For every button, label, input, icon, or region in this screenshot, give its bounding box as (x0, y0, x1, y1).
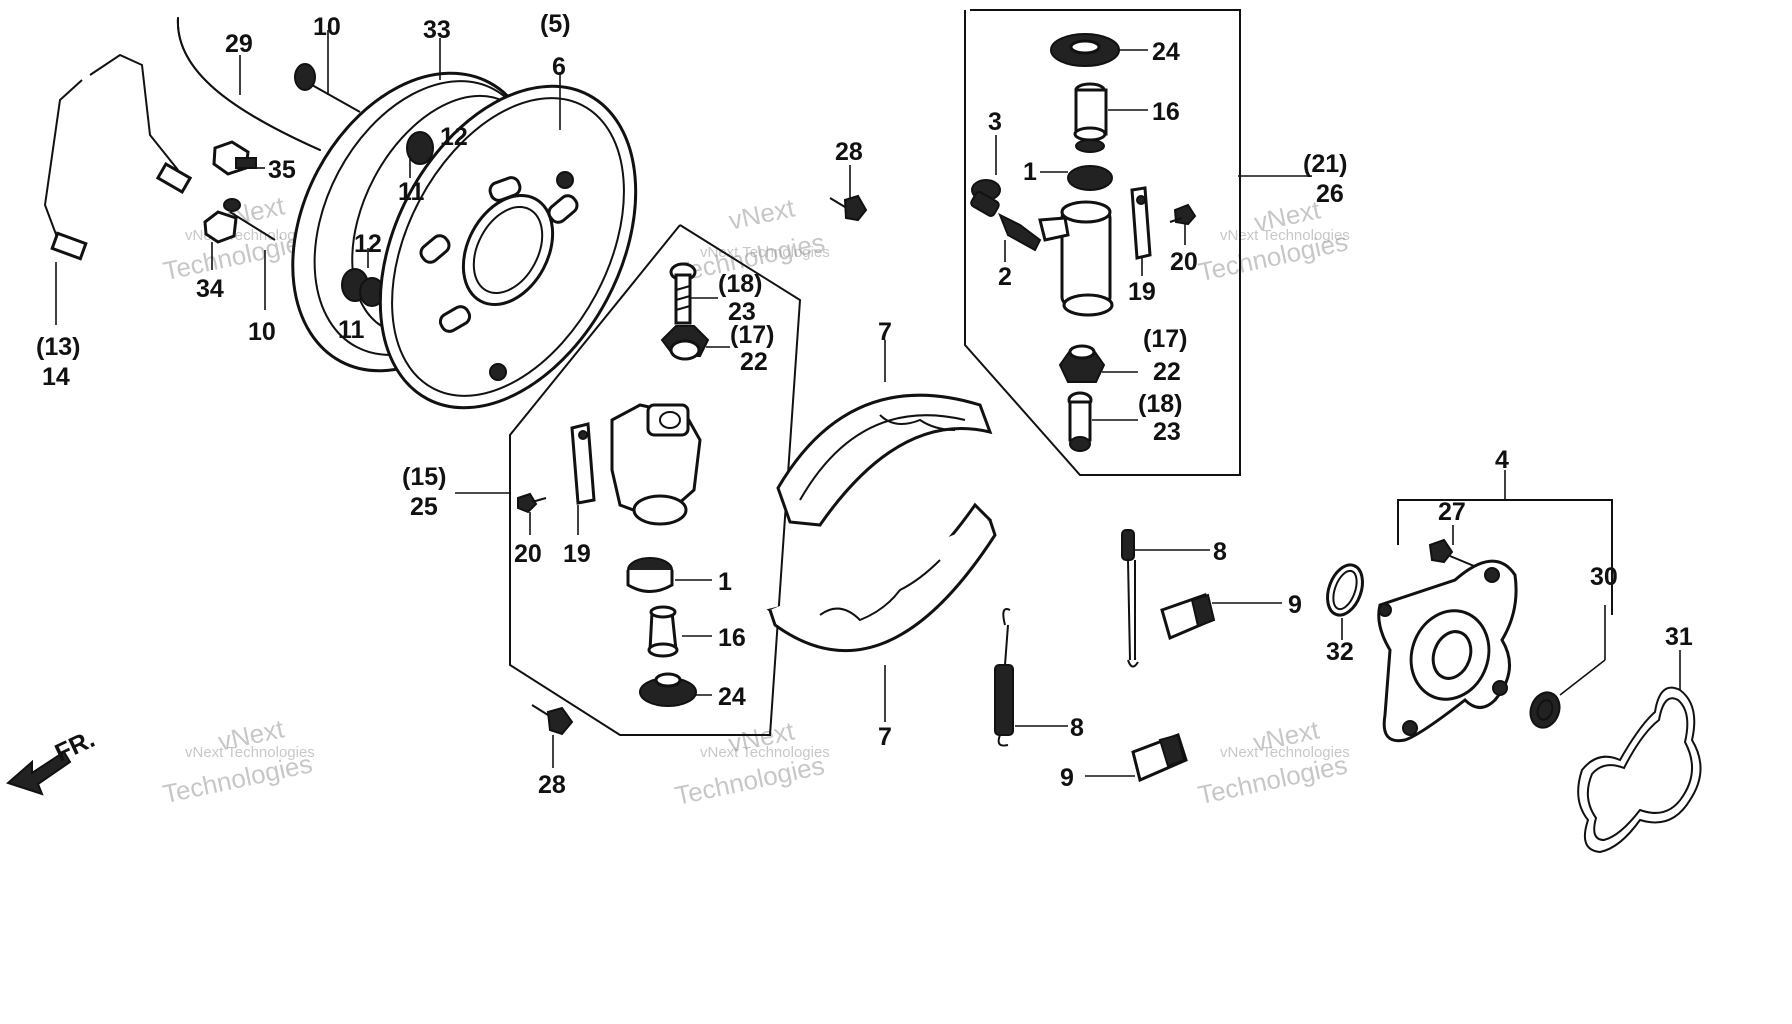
label-19-right: 19 (1128, 278, 1156, 306)
wheel-cylinder-left (610, 403, 702, 526)
bleeder-bolt-left (669, 262, 697, 325)
label-8-top: 8 (1213, 538, 1227, 566)
bleeder-bolt-right (1067, 391, 1093, 452)
label-9-top: 9 (1288, 591, 1302, 619)
label-23-left: 23 (728, 298, 756, 326)
label-3: 3 (988, 108, 1002, 136)
label-35: 35 (268, 156, 296, 184)
label-17-left: (17) (730, 321, 774, 349)
label-2: 2 (998, 263, 1012, 291)
label-12-top: 12 (440, 123, 468, 151)
spacer-plate-left (570, 422, 596, 505)
label-25: 25 (410, 493, 438, 521)
brake-shoe-bottom (766, 502, 997, 653)
label-1-left: 1 (718, 568, 732, 596)
label-22-right: 22 (1153, 358, 1181, 386)
bleeder-screw-top (294, 63, 361, 113)
bolt-20-left (517, 492, 547, 514)
label-5: (5) (540, 10, 571, 38)
brake-shoe-top (776, 393, 993, 527)
watermark-small-3: vNext Technologies (1220, 227, 1350, 244)
label-24-left: 24 (718, 683, 746, 711)
label-19-left: 19 (563, 540, 591, 568)
clip-9-bottom (1131, 733, 1188, 783)
piston-right (1073, 82, 1108, 153)
label-22-left: 22 (740, 348, 768, 376)
label-29: 29 (225, 30, 253, 58)
label-11-top: 11 (398, 178, 425, 206)
watermark-big-line1: vNext (726, 192, 798, 235)
label-23-right: 23 (1153, 418, 1181, 446)
label-20-left: 20 (514, 540, 542, 568)
front-direction-arrow-icon: FR. (6, 725, 99, 796)
label-16-right: 16 (1152, 98, 1180, 126)
watermark-small-4: vNext Technologies (185, 744, 315, 761)
label-18-left: (18) (718, 270, 762, 298)
bolt-28-bottom (531, 704, 574, 736)
label-28-bottom: 28 (538, 771, 566, 799)
brake-backing-plate (378, 84, 638, 410)
seal-ring-31 (1577, 686, 1702, 854)
piston-left (647, 605, 679, 658)
label-7-top: 7 (878, 318, 892, 346)
label-21: (21) (1303, 150, 1347, 178)
label-1-right: 1 (1023, 158, 1037, 186)
label-17-right: (17) (1143, 325, 1187, 353)
label-18-right: (18) (1138, 390, 1182, 418)
label-9-bottom: 9 (1060, 764, 1074, 792)
label-34: 34 (196, 275, 224, 303)
label-8-bottom: 8 (1070, 714, 1084, 742)
bolt-28-top (829, 194, 868, 222)
o-ring-32 (1326, 563, 1364, 617)
brake-pipe (43, 53, 193, 261)
label-4: 4 (1495, 446, 1509, 474)
bleeder-3-2 (970, 179, 1042, 252)
piston-cup-left (626, 557, 674, 593)
label-14: 14 (42, 363, 70, 391)
label-31: 31 (1665, 623, 1693, 651)
spring-8-top (1121, 529, 1139, 668)
bolt-27 (1428, 538, 1475, 567)
wheel-cylinder-right (1038, 200, 1114, 317)
bolt-34 (203, 198, 276, 244)
label-7-bottom: 7 (878, 723, 892, 751)
group-outline-wheel-cylinder-right (964, 9, 1241, 476)
leader-30 (1559, 659, 1606, 696)
boot-right (1050, 33, 1120, 67)
label-27: 27 (1438, 498, 1466, 526)
label-10-bottom: 10 (248, 318, 276, 346)
hub-4 (1377, 559, 1518, 743)
bolt-20-right (1169, 203, 1197, 226)
spacer-plate-right (1130, 186, 1152, 260)
label-10-top: 10 (313, 13, 341, 41)
group-outline-wheel-cylinder-left (509, 224, 802, 736)
clip-9-top (1160, 593, 1216, 641)
label-28-top: 28 (835, 138, 863, 166)
boot-left (639, 672, 697, 707)
bleeder-cap-right (1058, 344, 1106, 383)
label-6: 6 (552, 53, 566, 81)
piston-cup-right (1067, 165, 1113, 191)
label-13: (13) (36, 333, 80, 361)
label-32: 32 (1326, 638, 1354, 666)
label-11-bottom: 11 (338, 316, 365, 344)
label-24-right: 24 (1152, 38, 1180, 66)
bleeder-cap-left (660, 325, 710, 361)
label-30: 30 (1590, 563, 1618, 591)
label-33: 33 (423, 16, 451, 44)
spring-8-bottom (994, 608, 1014, 747)
label-26: 26 (1316, 180, 1344, 208)
label-15: (15) (402, 463, 446, 491)
label-16-left: 16 (718, 624, 746, 652)
label-20-right: 20 (1170, 248, 1198, 276)
part-labels: 29 10 33 (5) 6 12 11 35 12 11 34 10 (13)… (36, 10, 1693, 799)
watermark-small-5: vNext Technologies (700, 744, 830, 761)
seal-30 (1529, 691, 1561, 729)
nut-35 (212, 140, 257, 176)
watermark-small-6: vNext Technologies (1220, 744, 1350, 761)
watermark-small-2: vNext Technologies (700, 244, 830, 261)
label-12-bottom: 12 (354, 230, 382, 258)
